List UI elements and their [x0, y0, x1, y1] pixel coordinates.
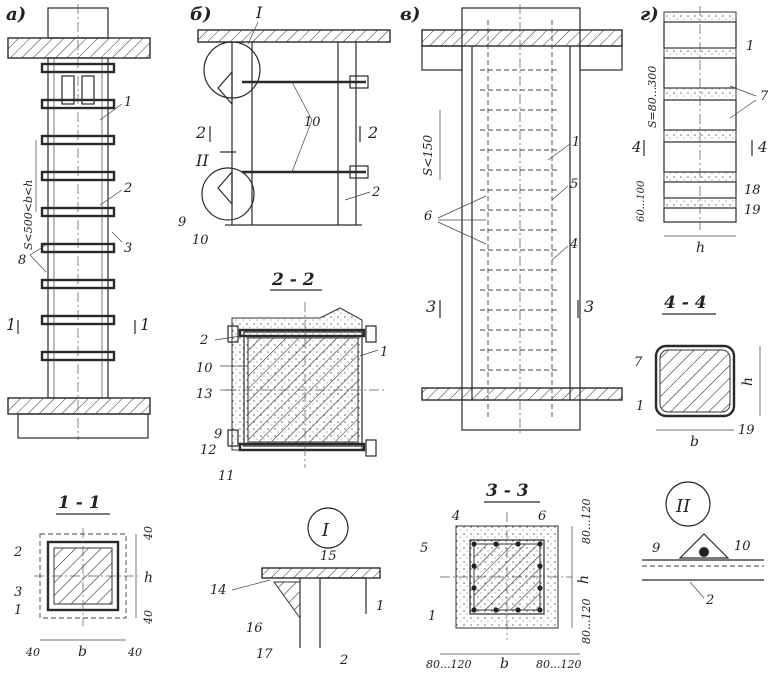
cut-4-left: 4 — [631, 138, 642, 156]
stirrups-dashed — [480, 69, 560, 371]
ref-1-s33: 1 — [428, 609, 436, 624]
ref-8-a: 8 — [18, 253, 26, 268]
dim-80-120-left: 80...120 — [426, 658, 471, 671]
ref-9-II: 9 — [652, 541, 660, 556]
ref-7-s44: 7 — [634, 355, 643, 370]
section-3-3: 3 - 3 4 6 5 1 80...120 b 80...120 — [420, 481, 593, 672]
dim-spacing-v: S<150 — [421, 134, 435, 176]
ref-10-II: 10 — [734, 539, 751, 554]
dim-40-top: 40 — [142, 526, 155, 541]
ref-13-s22: 13 — [196, 387, 213, 402]
view-label-v: в) — [400, 4, 420, 25]
ref-19-s44: 19 — [738, 423, 755, 438]
ref-3-s11: 3 — [14, 585, 22, 600]
dim-spacing-g: S=80...300 — [646, 66, 659, 128]
section-title-3-3: 3 - 3 — [486, 481, 529, 501]
ref-2-b: 2 — [371, 185, 380, 200]
ref-15-I: 15 — [320, 549, 337, 564]
section-4-4: 4 - 4 b h 7 1 19 — [634, 293, 761, 450]
cut-1-right: 1 — [140, 315, 150, 334]
ref-2-a: 2 — [123, 181, 132, 196]
view-v-elevation: в) S<150 1 — [400, 4, 623, 435]
rebar-dots — [471, 541, 543, 613]
dim-spacing-a: S<500<b<h — [22, 180, 35, 250]
ref-1-a: 1 — [124, 95, 132, 110]
cut-2-right: 2 — [367, 123, 378, 142]
view-label-b: б) — [190, 4, 212, 25]
dim-h-s44: h — [740, 377, 756, 386]
section-1-1: 1 - 1 2 3 1 40 b 40 h 40 40 — [13, 493, 155, 660]
cut-3-left: 3 — [426, 297, 436, 316]
dim-40-right: 40 — [127, 646, 142, 659]
ref-1-g: 1 — [746, 39, 754, 54]
view-a-elevation: а) S<500<b<h 1 2 — [6, 4, 151, 440]
dim-40-bottom: 40 — [142, 610, 155, 625]
ref-6-s33: 6 — [538, 509, 546, 524]
ref-11-s22: 11 — [218, 469, 235, 484]
ref-16-I: 16 — [246, 621, 263, 636]
view-label-g: г) — [640, 4, 659, 25]
dim-h-g: h — [696, 240, 705, 256]
ref-I-b: I — [255, 3, 263, 22]
ref-2-I: 2 — [339, 653, 348, 668]
ref-9-b: 9 — [178, 215, 186, 230]
section-title-4-4: 4 - 4 — [664, 293, 707, 313]
section-2-2: 2 - 2 2 10 13 9 12 11 1 — [196, 270, 388, 484]
ref-14-I: 14 — [210, 583, 227, 598]
ref-2-s11: 2 — [13, 545, 22, 560]
dim-80-120-bottom: 80...120 — [580, 599, 593, 644]
ref-5-s33: 5 — [420, 541, 428, 556]
cut-3-right: 3 — [584, 297, 594, 316]
ref-4-v: 4 — [569, 237, 578, 252]
ref-4-s33: 4 — [451, 509, 460, 524]
section-title-2-2: 2 - 2 — [271, 270, 315, 290]
dim-b-s11: b — [78, 644, 87, 660]
ref-1-s44: 1 — [636, 399, 644, 414]
ref-II-b: II — [195, 151, 209, 170]
detail-I: I 14 15 1 16 17 2 — [210, 507, 384, 668]
ref-2-II: 2 — [705, 593, 714, 608]
clamp-frames — [40, 62, 116, 362]
ref-18-g: 18 — [744, 183, 761, 198]
dim-40-left: 40 — [25, 646, 40, 659]
ref-5-v: 5 — [570, 177, 578, 192]
ref-9-s22: 9 — [214, 427, 222, 442]
dim-h-s11: h — [144, 570, 153, 586]
ref-10-b2: 10 — [192, 233, 209, 248]
dim-h-s33: h — [576, 575, 592, 584]
ref-1-v: 1 — [572, 135, 580, 150]
dim-b-s44: b — [690, 434, 699, 450]
detail-title-I: I — [321, 520, 330, 541]
ref-10-s22: 10 — [196, 361, 213, 376]
ref-7-g: 7 — [760, 89, 769, 104]
cut-4-right: 4 — [757, 138, 768, 156]
dim-80-120-right: 80...120 — [536, 658, 581, 671]
view-b-elevation: б) I II 2 2 10 2 9 10 — [178, 3, 391, 248]
detail-II: II 9 10 2 — [642, 481, 764, 608]
dim-80-120-top: 80...120 — [580, 499, 593, 544]
cut-2-left: 2 — [195, 123, 206, 142]
view-g-elevation: г) S=80...300 60...100 h 1 7 4 4 18 19 — [631, 4, 769, 256]
ref-1-I: 1 — [376, 599, 384, 614]
cut-1-left: 1 — [6, 315, 16, 334]
ref-1-s22: 1 — [380, 345, 388, 360]
ref-2-s22: 2 — [199, 333, 208, 348]
ref-17-I: 17 — [256, 647, 273, 662]
view-label-a: а) — [6, 4, 26, 25]
ref-19-g: 19 — [744, 203, 761, 218]
ref-1-s11: 1 — [14, 603, 22, 618]
ref-6-v: 6 — [424, 209, 432, 224]
ref-12-s22: 12 — [200, 443, 217, 458]
dim-gap-g: 60...100 — [636, 180, 647, 222]
detail-title-II: II — [675, 496, 691, 517]
dim-b-s33: b — [500, 656, 509, 672]
ref-10-b: 10 — [304, 115, 321, 130]
section-title-1-1: 1 - 1 — [58, 493, 101, 513]
ref-3-a: 3 — [124, 241, 132, 256]
